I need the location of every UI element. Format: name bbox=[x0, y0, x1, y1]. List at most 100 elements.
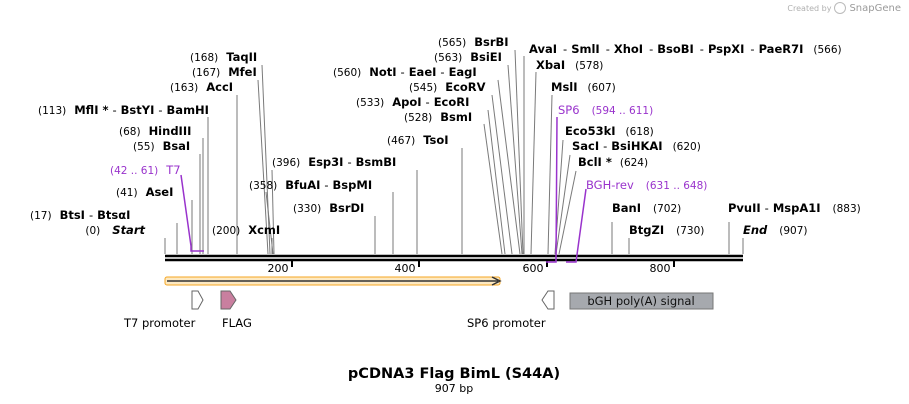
primer-name: BGH-rev bbox=[586, 178, 634, 192]
site-position: (113) bbox=[38, 105, 66, 117]
site-position: (55) bbox=[133, 141, 155, 153]
site-position: (730) bbox=[676, 225, 704, 237]
site-name: PspXI bbox=[708, 42, 744, 56]
site-name: AseI bbox=[146, 185, 174, 199]
site-name: BamHI bbox=[167, 103, 209, 117]
site-position: (17) bbox=[30, 210, 52, 222]
primer-label-sp6: SP6(594 .. 611) bbox=[558, 103, 653, 117]
site-line-noti bbox=[497, 79, 521, 255]
site-line-bsmi bbox=[483, 123, 503, 255]
site-labels: (0)Start (17)BtsI-BtsαI (41)AseI (55) Bsa… bbox=[30, 35, 861, 237]
site-name: TaqII bbox=[226, 50, 257, 64]
site-line-bsiei bbox=[507, 64, 523, 255]
site-position: (200) bbox=[212, 225, 240, 237]
site-name: BsiHKAI bbox=[611, 139, 662, 153]
site-name: PvuII bbox=[728, 201, 761, 215]
site-name: BtsαI bbox=[97, 208, 130, 222]
site-position: (565) bbox=[438, 37, 466, 49]
primer-sp6-arrow bbox=[546, 116, 558, 263]
site-line-bcli bbox=[558, 170, 577, 255]
site-position: (578) bbox=[575, 60, 603, 72]
site-position: (467) bbox=[387, 135, 415, 147]
site-name: BstYI bbox=[121, 103, 155, 117]
site-position: (68) bbox=[119, 126, 141, 138]
site-position: (563) bbox=[434, 52, 462, 64]
primers bbox=[180, 116, 587, 263]
site-label: (163)AccI bbox=[170, 80, 233, 94]
site-label: (167) MfeI bbox=[192, 65, 257, 79]
site-label: Eco53kI(618) bbox=[565, 124, 654, 138]
site-lines bbox=[164, 49, 744, 255]
t7-promoter-arrow bbox=[191, 290, 204, 310]
site-position: (907) bbox=[779, 225, 807, 237]
site-line-taqii bbox=[261, 64, 271, 255]
site-label: (396)Esp3I-BsmBI bbox=[272, 155, 396, 169]
site-position: (560) bbox=[333, 67, 361, 79]
site-label: PvuII-MspA1I(883) bbox=[728, 201, 861, 215]
orf-feature bbox=[164, 276, 502, 286]
site-label: (467) TsoI bbox=[387, 133, 449, 147]
site-line-ecori bbox=[487, 109, 506, 255]
primer-name: SP6 bbox=[558, 103, 580, 117]
primer-labels: (42 .. 61) T7 SP6(594 .. 611) BGH-rev (631… bbox=[110, 103, 707, 192]
site-name: XcmI bbox=[248, 223, 280, 237]
site-name: MflI bbox=[74, 103, 98, 117]
ruler: 200 400 600 800 bbox=[268, 260, 675, 275]
site-name: Start bbox=[112, 223, 145, 237]
primer-range: (42 .. 61) bbox=[110, 165, 158, 177]
site-name: ApoI bbox=[392, 95, 421, 109]
site-label: (68) HindIII bbox=[119, 124, 191, 138]
site-label: (41)AseI bbox=[116, 185, 173, 199]
site-name: BfuAI bbox=[285, 178, 320, 192]
site-label: BanI(702) bbox=[612, 201, 681, 215]
site-position: (330) bbox=[293, 203, 321, 215]
orf-arrowhead bbox=[491, 276, 502, 286]
site-label: (563) BsiEI bbox=[434, 50, 502, 64]
site-name: EaeI bbox=[409, 65, 437, 79]
site-name: AvaI bbox=[529, 42, 557, 56]
site-line-bsrbi bbox=[514, 49, 524, 255]
site-name: BtgZI bbox=[629, 223, 664, 237]
ruler-label: 800 bbox=[650, 262, 671, 275]
site-label: XbaI (578) bbox=[536, 58, 603, 72]
site-label: (560)NotI-EaeI-EagI bbox=[333, 65, 477, 79]
feature-label-polya: bGH poly(A) signal bbox=[587, 294, 694, 308]
site-line-msli bbox=[547, 94, 553, 255]
site-name: BspMI bbox=[333, 178, 373, 192]
ruler-label: 200 bbox=[268, 262, 289, 275]
site-name: BsaI bbox=[163, 139, 191, 153]
polya-signal-box bbox=[569, 292, 714, 310]
site-name: BsiEI bbox=[470, 50, 502, 64]
site-label: (330) BsrDI bbox=[293, 201, 364, 215]
site-label: MslI(607) bbox=[551, 80, 616, 94]
primer-range: (631 .. 648) bbox=[646, 180, 708, 192]
site-position: (618) bbox=[626, 126, 654, 138]
site-name: BsrDI bbox=[329, 201, 364, 215]
site-label: (533)ApoI-EcoRI bbox=[356, 95, 469, 109]
ruler-label: 400 bbox=[395, 262, 416, 275]
site-position: (533) bbox=[356, 97, 384, 109]
site-line-esp3i bbox=[271, 169, 275, 255]
site-position: (620) bbox=[673, 141, 701, 153]
backbone bbox=[165, 254, 743, 262]
site-line-ecorv bbox=[491, 94, 513, 255]
site-name: PaeR7I bbox=[759, 42, 804, 56]
site-name: TsoI bbox=[423, 133, 448, 147]
site-name: HindIII bbox=[149, 124, 192, 138]
site-name: XbaI bbox=[536, 58, 565, 72]
feature-label-flag: FLAG bbox=[222, 316, 252, 330]
site-name: AccI bbox=[206, 80, 233, 94]
site-label: (113)MflI *-BstYI-BamHI bbox=[38, 103, 209, 117]
site-name: BsmI bbox=[440, 110, 472, 124]
primer-t7-arrow bbox=[180, 174, 204, 252]
site-name: XhoI bbox=[614, 42, 643, 56]
site-label: BtgZI (730) bbox=[629, 223, 704, 237]
site-name: MfeI bbox=[228, 65, 257, 79]
primer-name: T7 bbox=[165, 163, 180, 177]
site-label: (0)Start bbox=[85, 223, 145, 237]
site-label: (17)BtsI-BtsαI bbox=[30, 208, 130, 222]
site-label: End(907) bbox=[743, 223, 808, 237]
site-position: (167) bbox=[192, 67, 220, 79]
credit-label: Created by bbox=[787, 3, 832, 13]
site-position: (566) bbox=[813, 44, 841, 56]
